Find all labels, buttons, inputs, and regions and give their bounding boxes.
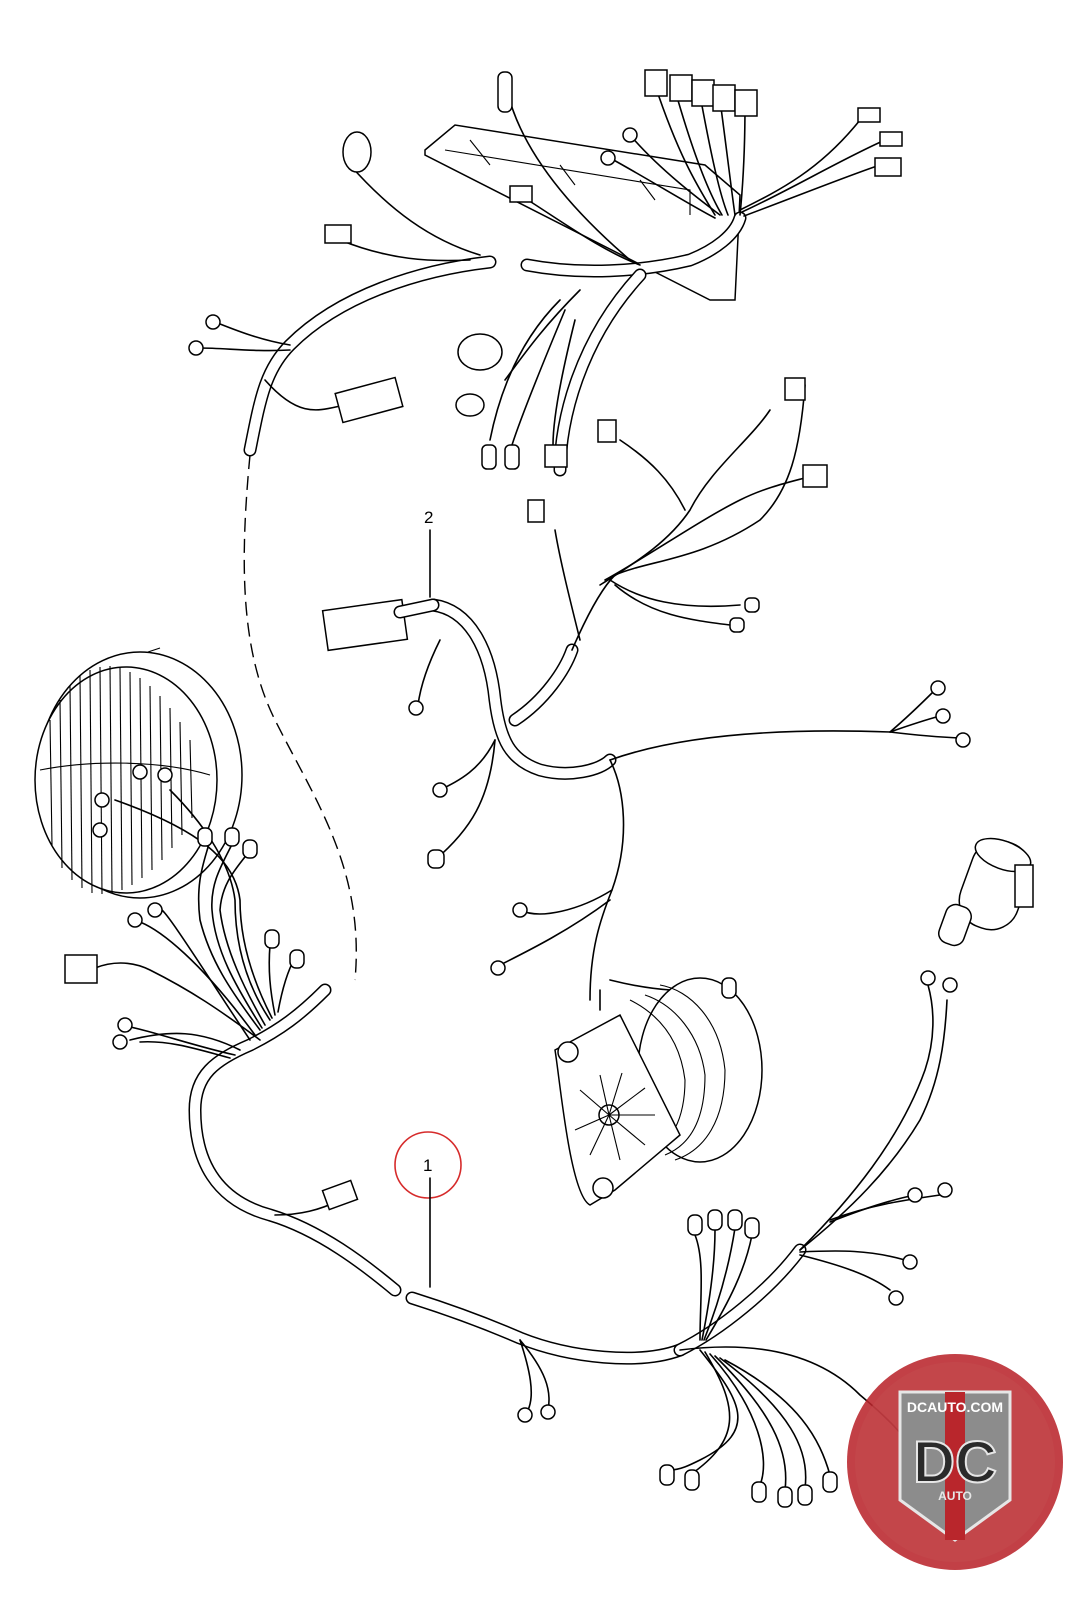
dcauto-watermark-logo: DCAUTO.COM DC AUTO bbox=[847, 1354, 1063, 1570]
alternator bbox=[554, 977, 763, 1206]
callout-1[interactable]: 1 bbox=[394, 1131, 462, 1288]
lower-wires bbox=[94, 789, 948, 1491]
dashed-harness-route bbox=[243, 454, 357, 981]
multi-pin-connector-top bbox=[644, 69, 758, 117]
callout-1-highlight-ring bbox=[394, 1131, 462, 1199]
harness-lower bbox=[188, 983, 807, 1365]
callout-1-label: 1 bbox=[423, 1156, 432, 1175]
harness-upper bbox=[243, 211, 747, 780]
watermark-site-text: DCAUTO.COM bbox=[907, 1399, 1003, 1415]
watermark-letters: DC bbox=[913, 1430, 997, 1495]
headlight-unit bbox=[34, 647, 243, 899]
callout-2[interactable]: 2 bbox=[424, 508, 433, 598]
watermark-sub: AUTO bbox=[938, 1489, 972, 1503]
connectors bbox=[64, 69, 971, 1508]
callout-2-label: 2 bbox=[424, 508, 433, 527]
multi-pin-connector-mid bbox=[321, 598, 440, 652]
upper-control-module bbox=[424, 124, 741, 301]
ignition-coil bbox=[938, 837, 1034, 947]
